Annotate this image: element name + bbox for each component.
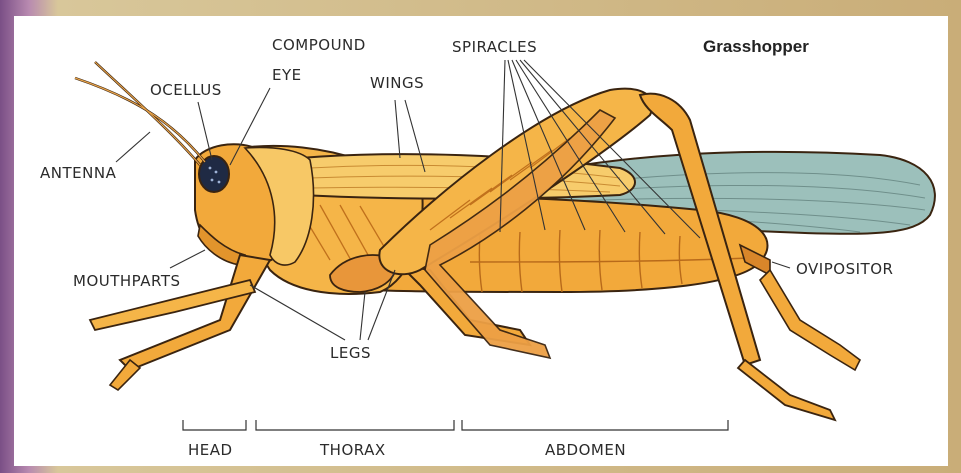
segment-abdomen: ABDOMEN xyxy=(545,441,626,459)
label-spiracles: SPIRACLES xyxy=(452,38,537,56)
label-ocellus: OCELLUS xyxy=(150,81,222,99)
label-ovipositor: OVIPOSITOR xyxy=(796,260,893,278)
segment-thorax: THORAX xyxy=(319,441,386,459)
diagram-title: Grasshopper xyxy=(703,37,809,56)
label-compound-eye-line2: EYE xyxy=(272,66,302,84)
hind-tarsus xyxy=(738,360,835,420)
label-mouthparts: MOUTHPARTS xyxy=(73,272,181,290)
segment-head: HEAD xyxy=(188,441,233,459)
label-compound-eye-line1: COMPOUND xyxy=(272,36,366,54)
rear-leg-spikes xyxy=(760,270,860,370)
segment-brackets xyxy=(183,420,728,430)
label-wings: WINGS xyxy=(370,74,424,92)
label-legs: LEGS xyxy=(330,344,371,362)
label-antenna: ANTENNA xyxy=(40,164,117,182)
